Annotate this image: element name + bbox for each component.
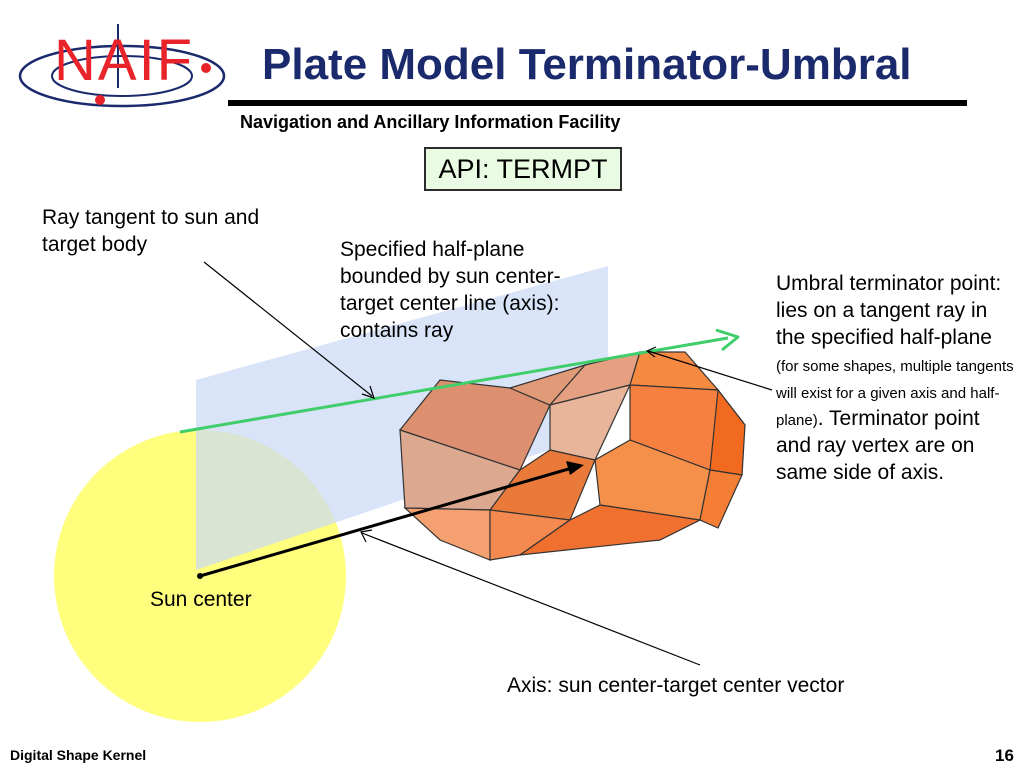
- title-rule: [228, 100, 967, 106]
- label-umbral-period: .: [817, 407, 824, 430]
- target-facet: [403, 507, 491, 561]
- logo-text: NAIF: [54, 28, 194, 93]
- leader-axis-arrowhead: [360, 529, 373, 543]
- label-sun-center: Sun center: [150, 588, 252, 611]
- label-umbral-main: Umbral terminator point: lies on a tange…: [776, 272, 1002, 349]
- target-facet: [629, 351, 720, 391]
- target-facet: [699, 469, 743, 529]
- label-umbral-terminator: Umbral terminator point: lies on a tange…: [776, 270, 1016, 486]
- half-plane: [196, 266, 608, 570]
- leader-axis: [361, 532, 701, 666]
- label-ray-tangent: Ray tangent to sun and target body: [42, 206, 260, 256]
- api-label-box: API: TERMPT: [424, 147, 622, 191]
- tangent-ray: [179, 336, 729, 434]
- label-half-plane: Specified half-plane bounded by sun cent…: [340, 238, 561, 342]
- naif-logo: NAIF: [18, 24, 226, 108]
- label-axis: Axis: sun center-target center vector: [507, 674, 845, 697]
- label-umbral-note: (for some shapes, multiple tangents will…: [776, 358, 1014, 429]
- target-facet: [519, 504, 702, 556]
- leader-ray-tangent-arrowhead: [361, 385, 375, 399]
- axis-arrowhead: [566, 461, 584, 475]
- page-number: 16: [995, 746, 1014, 765]
- footer-title: Digital Shape Kernel: [10, 747, 147, 763]
- logo-orbit-outer: [18, 44, 226, 108]
- api-label: API: TERMPT: [438, 153, 608, 184]
- target-body: [398, 351, 746, 561]
- logo-orbit-inner: [51, 55, 193, 97]
- axis-line: [199, 466, 573, 578]
- target-facet: [398, 379, 551, 471]
- leader-ray-tangent: [203, 261, 373, 397]
- leader-umbral-arrowhead: [645, 346, 657, 358]
- logo-dot-right: [201, 63, 211, 73]
- tangent-ray-arrowhead: [715, 328, 740, 352]
- leader-umbral: [647, 350, 773, 391]
- label-umbral-tail: Terminator point and ray vertex are on s…: [776, 407, 980, 484]
- logo-dot-bottom: [95, 95, 105, 105]
- sun-center-dot: [197, 573, 203, 579]
- page-title: Plate Model Terminator-Umbral: [262, 40, 912, 89]
- page-subtitle: Navigation and Ancillary Information Fac…: [240, 112, 621, 132]
